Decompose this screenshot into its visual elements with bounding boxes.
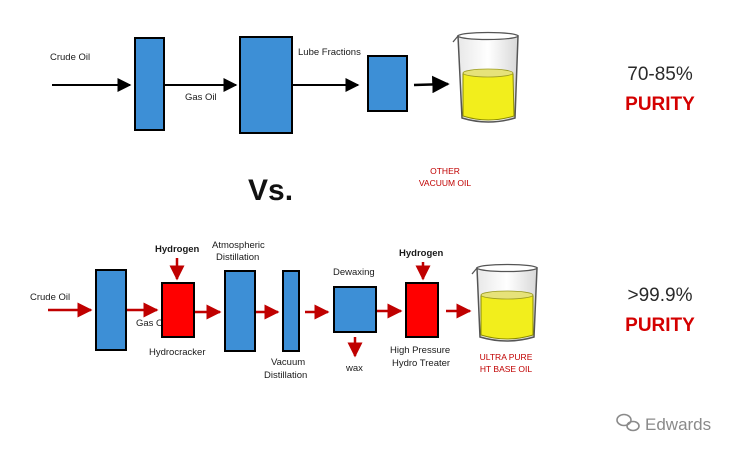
bottom-crude-oil-label: Crude Oil <box>30 292 70 303</box>
bottom-hydrocracker-reactor <box>161 282 195 338</box>
bottom-wax-label: wax <box>345 363 363 374</box>
top-other-line2: VACUUM OIL <box>419 178 472 188</box>
bottom-vacuum-line2: Distillation <box>264 370 307 381</box>
bottom-ultra-line2: HT BASE OIL <box>480 364 533 374</box>
top-distillation-unit-2 <box>239 36 293 134</box>
top-beaker-icon <box>452 31 519 123</box>
conventional-process: Crude Oil Gas Oil Lube Fractions OTHER V… <box>50 31 695 188</box>
bottom-hp-line2: Hydro Treater <box>392 358 450 369</box>
top-purity-label: PURITY <box>625 94 695 115</box>
top-other-line1: OTHER <box>430 166 460 176</box>
top-distillation-unit-1 <box>134 37 165 131</box>
top-crude-oil-label: Crude Oil <box>50 52 90 63</box>
bottom-beaker-icon <box>471 263 538 342</box>
bottom-dewaxing-unit <box>333 286 377 333</box>
watermark-text: Edwards <box>645 415 711 434</box>
bottom-atmospheric-line2: Distillation <box>216 252 259 263</box>
wechat-icon <box>616 413 640 432</box>
bottom-purity-label: PURITY <box>625 315 695 336</box>
bottom-gas-oil-label: Gas O <box>136 318 163 329</box>
bottom-atmospheric-distillation-column <box>224 270 256 352</box>
watermark: Edwards <box>616 413 711 434</box>
bottom-dewaxing-label: Dewaxing <box>333 267 375 278</box>
bottom-vacuum-line1: Vacuum <box>271 357 305 368</box>
bottom-hp-line1: High Pressure <box>390 345 450 356</box>
bottom-vacuum-distillation-column <box>282 270 300 352</box>
bottom-hydrogen-1-label: Hydrogen <box>155 244 200 255</box>
bottom-purity-percent: >99.9% <box>628 285 693 306</box>
bottom-hydrogen-2-label: Hydrogen <box>399 248 444 259</box>
bottom-ultra-line1: ULTRA PURE <box>480 352 533 362</box>
bottom-atmospheric-line1: Atmospheric <box>212 240 265 251</box>
ht-process: Crude Oil Gas O Hydrogen Hydrocracker At… <box>30 240 695 381</box>
top-arrow-to-beaker <box>413 75 450 94</box>
bottom-hydrocracker-label: Hydrocracker <box>149 347 206 358</box>
vs-label: Vs. <box>248 174 293 207</box>
top-gas-oil-label: Gas Oil <box>185 92 217 103</box>
top-processing-unit-3 <box>367 55 408 112</box>
bottom-hydro-treater-reactor <box>405 282 439 338</box>
top-lube-fractions-label: Lube Fractions <box>298 47 361 58</box>
top-purity-percent: 70-85% <box>627 64 693 85</box>
bottom-atmospheric-column-1 <box>95 269 127 351</box>
